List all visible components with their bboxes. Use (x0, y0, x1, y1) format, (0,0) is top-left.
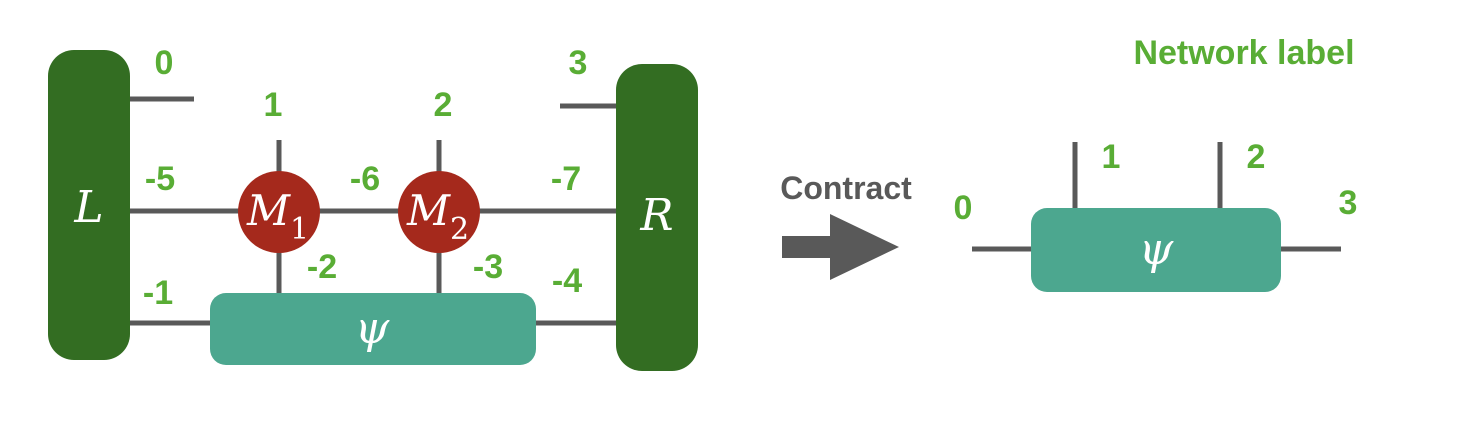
label-minus4: -4 (552, 262, 582, 300)
tensor-psi-right-body (1031, 208, 1281, 292)
tensor-R-symbol: R (639, 190, 673, 241)
left-network-legs (128, 96, 620, 326)
right-label-3: 3 (1339, 184, 1358, 222)
tensor-R-body (616, 64, 698, 371)
right-label-2: 2 (1247, 138, 1266, 176)
tensor-R: R (616, 64, 698, 371)
tensor-psi-right-symbol: ψ (1139, 224, 1174, 275)
tensor-M1-body (238, 171, 320, 253)
right-network: Network label ψ 0 1 2 3 (954, 34, 1358, 292)
label-minus7: -7 (551, 160, 581, 198)
label-minus3: -3 (473, 248, 503, 286)
label-2: 2 (434, 86, 453, 124)
network-label-title: Network label (1133, 34, 1354, 72)
tensor-L-symbol: L (73, 182, 103, 233)
tensor-L-body (48, 50, 130, 360)
tensor-psi-left-symbol: ψ (355, 303, 390, 354)
label-3: 3 (569, 44, 588, 82)
tensor-M1: M1 (238, 171, 320, 253)
contract-arrow-group: Contract (780, 170, 912, 280)
label-1: 1 (264, 86, 283, 124)
tensor-psi-left-body (210, 293, 536, 365)
label-0: 0 (155, 44, 174, 82)
contract-label: Contract (780, 170, 912, 206)
tensor-L: L (48, 50, 130, 360)
left-network-labels: 0 1 2 3 -5 -6 -7 -2 -3 -1 -4 (143, 44, 588, 312)
label-minus1: -1 (143, 274, 173, 312)
tensor-M1-subscript: 1 (290, 212, 309, 247)
tensor-M2-subscript: 2 (450, 212, 469, 247)
right-label-0: 0 (954, 189, 973, 227)
tensor-M2: M2 (398, 171, 480, 253)
tensor-M2-body (398, 171, 480, 253)
tensor-M1-symbol: M1 (246, 186, 309, 247)
arrow-right-icon (782, 214, 899, 280)
label-minus6: -6 (350, 160, 380, 198)
label-minus5: -5 (145, 160, 175, 198)
right-label-1: 1 (1102, 138, 1121, 176)
label-minus2: -2 (307, 248, 337, 286)
tensor-M2-symbol: M2 (406, 186, 469, 247)
tensor-psi-left: ψ (210, 293, 536, 365)
